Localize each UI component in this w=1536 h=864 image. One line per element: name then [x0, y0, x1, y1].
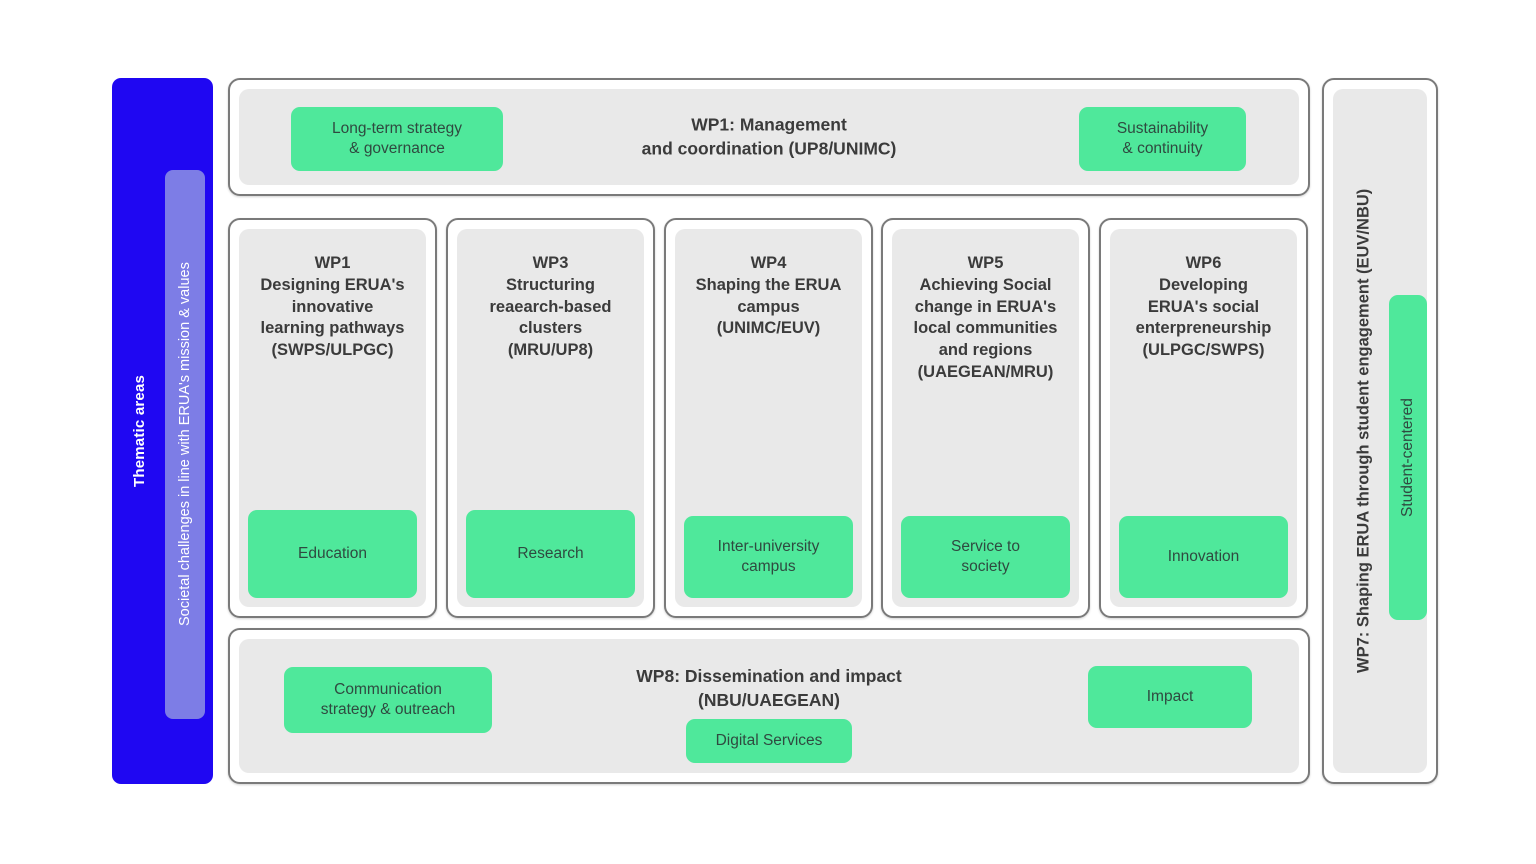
wp7-panel: WP7: Shaping ERUA through student engage… [1333, 89, 1427, 773]
societal-challenges-label: Societal challenges in line with ERUA's … [165, 170, 205, 719]
wp1-management-title-line1: WP1: Management [691, 114, 847, 135]
pill-long-term-strategy[interactable]: Long-term strategy& governance [291, 107, 503, 171]
wp8-dissemination-panel: WP8: Dissemination and impact (NBU/UAEGE… [239, 639, 1299, 773]
wp1-management-title: WP1: Management and coordination (UP8/UN… [239, 113, 1299, 160]
wp8-title-line2: (NBU/UAEGEAN) [698, 689, 840, 710]
wp8-title-line1: WP8: Dissemination and impact [636, 666, 902, 686]
pill-student-centered[interactable]: Student-centered [1389, 295, 1427, 620]
wp1-management-title-line2: and coordination (UP8/UNIMC) [641, 138, 897, 158]
wp7-title: WP7: Shaping ERUA through student engage… [1354, 188, 1373, 674]
wp1-management-panel: WP1: Management and coordination (UP8/UN… [239, 89, 1299, 185]
pill-digital-services[interactable]: Digital Services [686, 719, 852, 763]
pill-innovation[interactable]: Innovation [1119, 516, 1288, 598]
wp8-dissemination-title: WP8: Dissemination and impact (NBU/UAEGE… [239, 665, 1299, 712]
pill-education[interactable]: Education [248, 510, 417, 598]
pill-sustainability-continuity[interactable]: Sustainability& continuity [1079, 107, 1246, 171]
wp1-management-band: WP1: Management and coordination (UP8/UN… [228, 78, 1310, 196]
pill-impact[interactable]: Impact [1088, 666, 1252, 728]
pill-research[interactable]: Research [466, 510, 635, 598]
wp7-student-engagement-column: WP7: Shaping ERUA through student engage… [1322, 78, 1438, 784]
thematic-areas-title: Thematic areas [131, 374, 148, 488]
wp8-dissemination-band: WP8: Dissemination and impact (NBU/UAEGE… [228, 628, 1310, 784]
thematic-areas-rail: Thematic areas Societal challenges in li… [112, 78, 213, 784]
